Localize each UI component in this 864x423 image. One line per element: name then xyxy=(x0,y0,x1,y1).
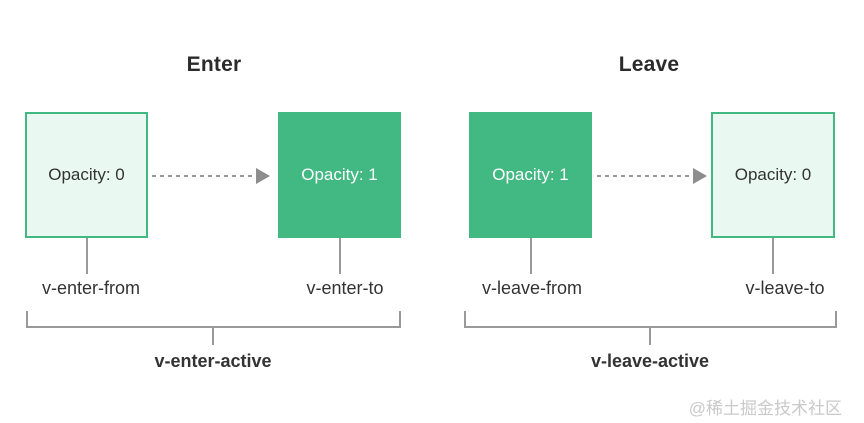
enter-from-box: Opacity: 0 xyxy=(25,112,148,238)
enter-to-class-label: v-enter-to xyxy=(306,278,384,298)
enter-transition-arrow-line xyxy=(152,175,256,177)
enter-from-class-label: v-enter-from xyxy=(41,278,140,298)
leave-to-box-label: Opacity: 0 xyxy=(734,165,812,184)
enter-from-connector-line xyxy=(86,238,88,274)
leave-active-class-label: v-leave-active xyxy=(590,351,710,371)
leave-active-bracket xyxy=(464,311,837,328)
leave-section-title: Leave xyxy=(618,53,680,76)
enter-arrowhead-icon xyxy=(256,168,270,184)
enter-active-bracket xyxy=(26,311,401,328)
leave-from-connector-line xyxy=(530,238,532,274)
enter-to-box-label: Opacity: 1 xyxy=(301,165,378,184)
leave-active-bracket-tick xyxy=(649,327,651,345)
leave-to-class-label: v-leave-to xyxy=(745,278,825,298)
enter-section-title: Enter xyxy=(186,53,242,76)
enter-from-box-label: Opacity: 0 xyxy=(48,165,125,184)
leave-to-box: Opacity: 0 xyxy=(711,112,835,238)
leave-from-class-label: v-leave-from xyxy=(481,278,583,298)
leave-arrowhead-icon xyxy=(693,168,707,184)
enter-active-bracket-tick xyxy=(212,327,214,345)
leave-from-box-label: Opacity: 1 xyxy=(492,165,569,184)
enter-active-class-label: v-enter-active xyxy=(154,351,272,371)
enter-to-box: Opacity: 1 xyxy=(278,112,401,238)
watermark: @稀土掘金技术社区 xyxy=(688,399,842,418)
leave-transition-arrow-line xyxy=(597,175,693,177)
leave-from-box: Opacity: 1 xyxy=(469,112,592,238)
enter-to-connector-line xyxy=(339,238,341,274)
leave-to-connector-line xyxy=(772,238,774,274)
